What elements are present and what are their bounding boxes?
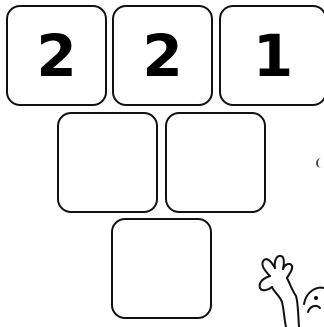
number-tile[interactable]: 1 — [219, 5, 324, 106]
tile-value: 2 — [142, 27, 182, 85]
empty-answer-tile[interactable] — [111, 218, 212, 319]
empty-answer-tile[interactable] — [57, 112, 158, 213]
cartoon-hand-icon — [254, 254, 324, 327]
empty-answer-tile[interactable] — [165, 112, 266, 213]
number-tile[interactable]: 2 — [6, 5, 107, 106]
tile-value: 1 — [253, 27, 293, 85]
decorative-mark — [316, 158, 324, 168]
tile-value: 2 — [36, 27, 76, 85]
number-tile[interactable]: 2 — [112, 5, 213, 106]
